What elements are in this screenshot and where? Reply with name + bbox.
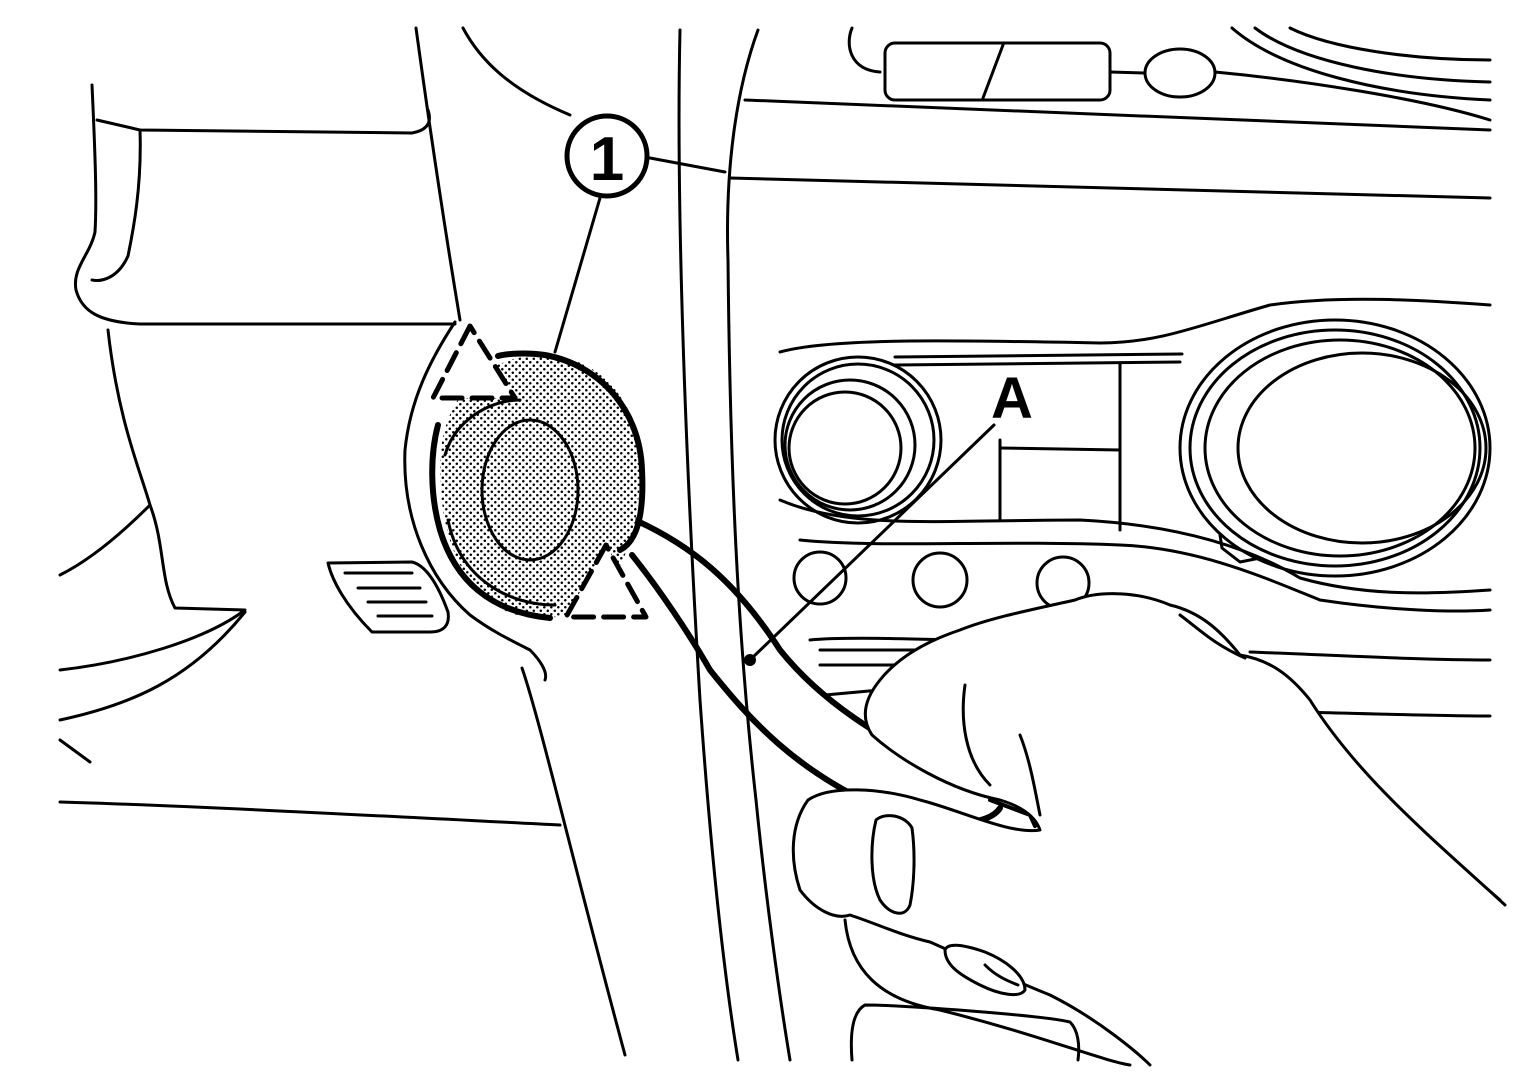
callout-1-circle: [564, 113, 650, 199]
top-switch-panel: [847, 26, 1492, 122]
callout-a-label: A: [991, 366, 1033, 431]
clip-marker-lower: [563, 542, 649, 620]
left-vent-knob: [773, 355, 943, 525]
clip-marker-upper: [430, 323, 518, 401]
instrument-panel-side: [403, 26, 627, 1057]
leader-line-a: [744, 423, 996, 666]
climate-control-panel: [778, 297, 1492, 613]
lower-slot: [808, 636, 1492, 718]
right-vent: [1178, 318, 1492, 578]
technician-hand: [791, 592, 1507, 1067]
steering-column-cover: [58, 26, 562, 827]
control-buttons: [792, 550, 1091, 611]
illuminated-switch-part-1: [429, 350, 646, 621]
hood-release-lever: [326, 560, 450, 634]
callout-1-label: 1: [590, 125, 624, 194]
leader-line-1: [553, 196, 602, 354]
